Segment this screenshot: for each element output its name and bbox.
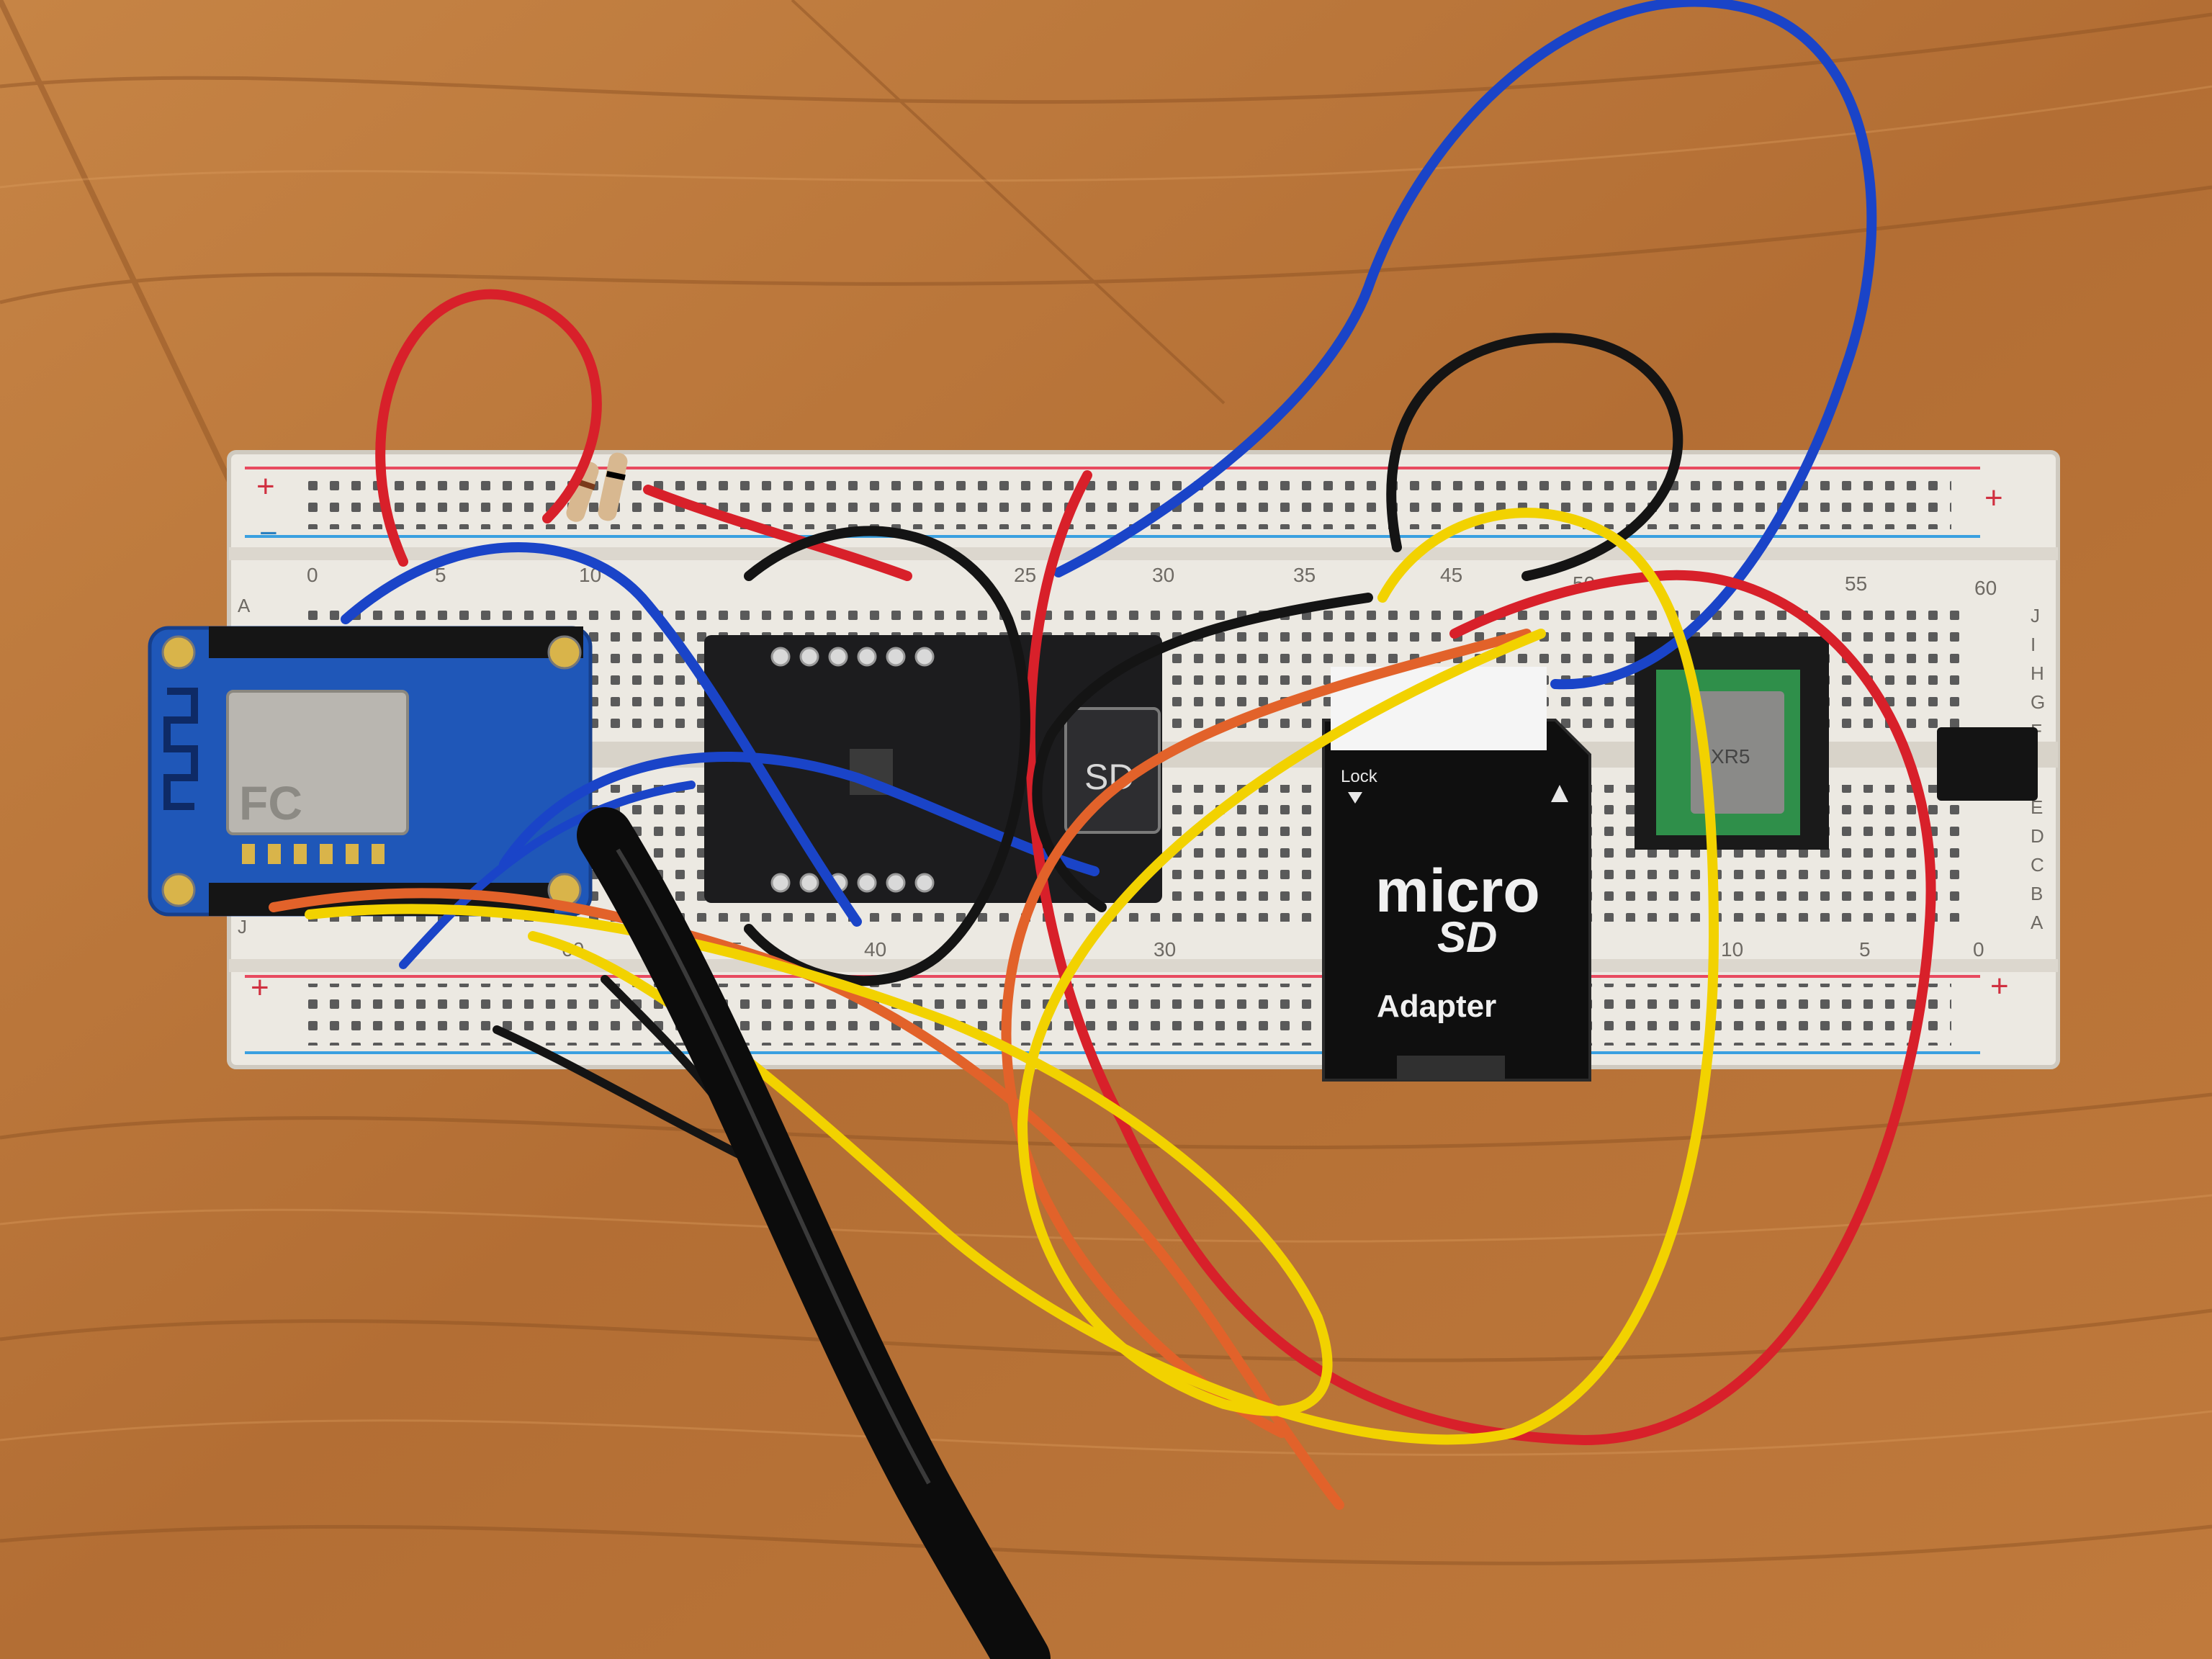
lock-arrow-icon	[1348, 792, 1362, 804]
black-wire	[493, 1025, 753, 1164]
ic-chip	[1937, 727, 2038, 801]
sd-breakout-board: SD	[704, 635, 1162, 903]
yellow-wire	[528, 508, 1719, 1445]
row-letter: D	[2031, 825, 2044, 847]
microsd-logo-sd: SD	[1437, 913, 1497, 961]
wifi-module-pads	[242, 844, 385, 864]
blue-wire	[341, 542, 862, 927]
rail-plus-bottom-left: +	[251, 970, 269, 1005]
sd-breakout-pins-top	[770, 647, 935, 667]
red-wire	[643, 485, 912, 581]
row-letter-left-j: J	[238, 916, 247, 938]
rail-plus-top-right: +	[1984, 480, 2003, 516]
row-letter: G	[2031, 691, 2045, 713]
mp3-module-label: XR5	[1711, 745, 1750, 768]
col-num: 45	[1440, 564, 1462, 586]
col-num: 0	[1973, 938, 1984, 961]
yellow-wire	[305, 629, 1546, 1416]
col-num: 55	[1845, 572, 1867, 595]
red-wire	[375, 289, 602, 567]
black-cable	[577, 807, 1051, 1659]
row-letter-left-a: A	[238, 595, 251, 616]
insert-arrow-icon	[1551, 785, 1568, 802]
rail-plus-top-left: +	[256, 469, 275, 504]
sd-breakout-pins-bottom	[770, 873, 935, 893]
col-num: 35	[1293, 564, 1316, 586]
jumper-wires	[269, 0, 1936, 1510]
mp3-module: XR5	[1635, 637, 1829, 850]
row-letter: A	[2031, 912, 2044, 933]
cable-highlight	[616, 848, 931, 1485]
row-letter: J	[2031, 605, 2040, 626]
col-num: 60	[1974, 577, 1997, 599]
col-num: 0	[307, 564, 318, 586]
row-letter: C	[2031, 854, 2044, 876]
col-num: 5	[1859, 938, 1871, 961]
microsd-logo-micro: micro	[1375, 857, 1540, 925]
blue-wire	[399, 781, 696, 969]
row-letter: E	[2031, 796, 2043, 818]
rail-minus-top-left: −	[259, 516, 278, 551]
adapter-label: Adapter	[1377, 989, 1496, 1024]
upper-column-numbers: 0 5 10 25 30 35 45 50 55 60	[307, 564, 1997, 599]
rail-plus-bottom-right: +	[1990, 968, 2009, 1004]
row-letter: B	[2031, 883, 2043, 904]
row-letter: H	[2031, 662, 2044, 684]
row-letter: I	[2031, 634, 2036, 655]
adapter-lock-label: Lock	[1341, 767, 1378, 786]
wifi-module: FC	[148, 626, 593, 917]
black-wire	[1386, 333, 1683, 581]
blue-wire	[1053, 0, 1877, 690]
orange-wire	[1001, 629, 1532, 1438]
col-num: 30	[1152, 564, 1174, 586]
wifi-antenna-icon	[163, 688, 198, 810]
orange-wire	[269, 888, 1344, 1510]
col-num: 40	[864, 938, 886, 961]
col-num: 10	[1721, 938, 1743, 961]
black-wire	[744, 526, 1030, 986]
microsd-adapter-card: Lock micro SD Adapter	[1322, 667, 1591, 1082]
col-num: 5	[435, 564, 446, 586]
col-num: 30	[1154, 938, 1176, 961]
col-num: 25	[1014, 564, 1036, 586]
fcc-mark: FC	[239, 776, 302, 830]
black-wire	[1032, 593, 1373, 912]
